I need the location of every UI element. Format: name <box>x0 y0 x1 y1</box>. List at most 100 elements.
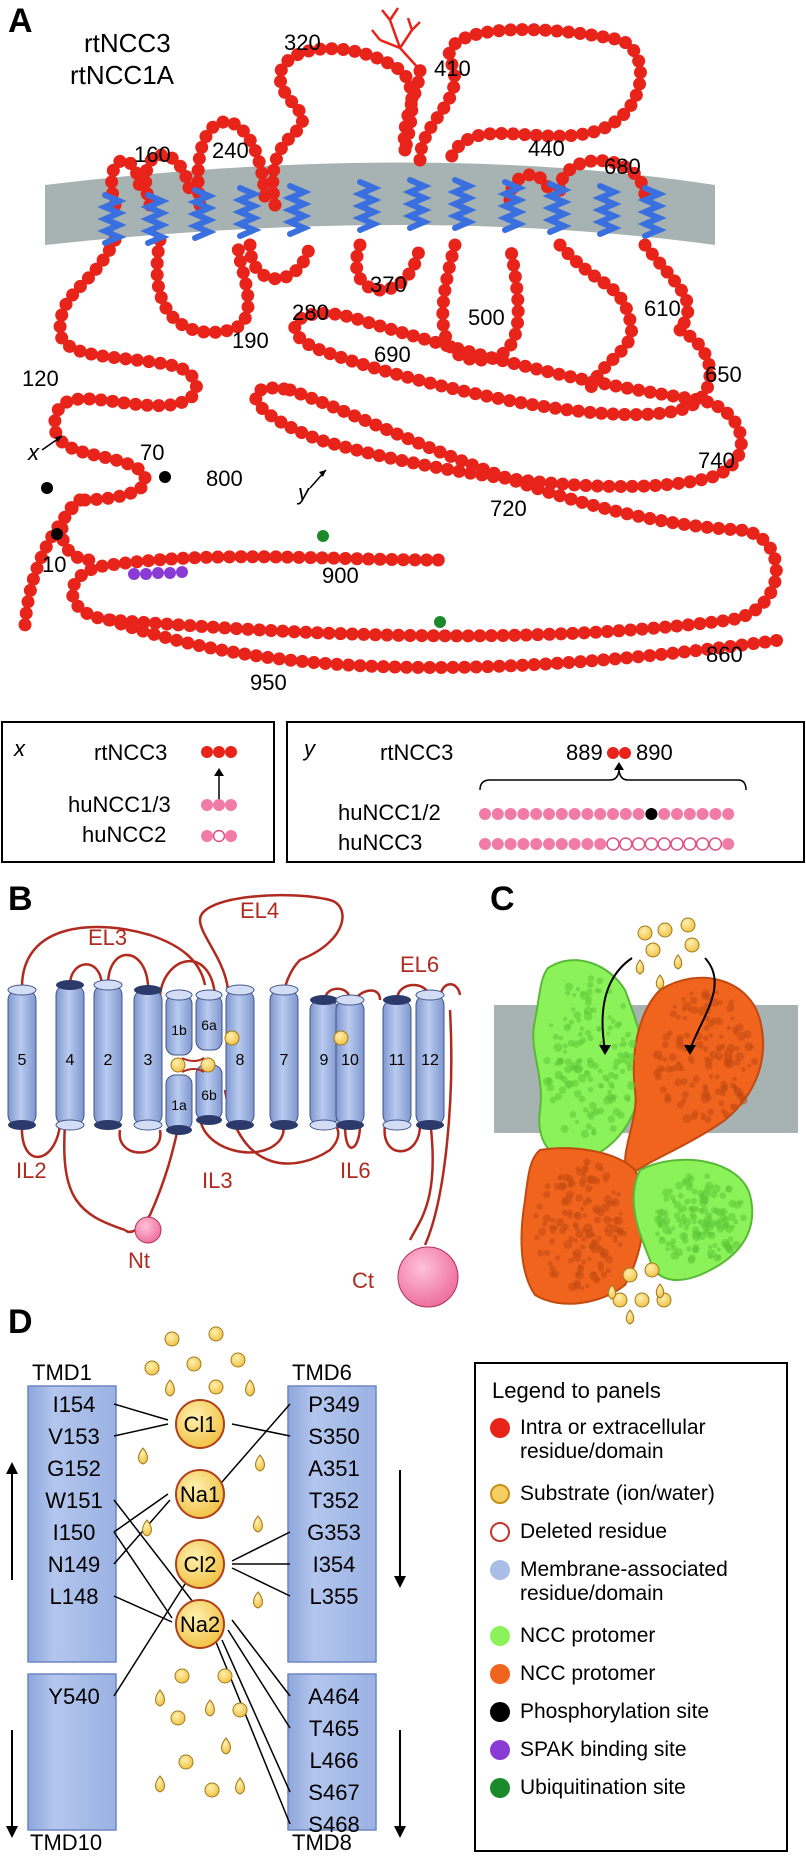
residue-left: V153 <box>48 1424 99 1449</box>
residue-dot <box>543 808 555 820</box>
atom-speckle <box>585 1123 592 1130</box>
atom-speckle <box>569 1111 577 1118</box>
purple-dot-icon <box>490 1740 510 1760</box>
atom-speckle <box>750 1058 759 1066</box>
atom-speckle <box>656 1065 664 1073</box>
atom-speckle <box>572 992 577 998</box>
loop-label-el3: EL3 <box>88 925 127 950</box>
atom-speckle <box>662 1057 668 1062</box>
pos-label: 240 <box>212 138 249 163</box>
pos-label: 610 <box>644 296 681 321</box>
ion-label: Cl1 <box>183 1412 216 1437</box>
atom-speckle <box>733 1058 741 1066</box>
pos-label: 70 <box>140 440 164 465</box>
nt-terminus <box>134 1216 162 1244</box>
atom-speckle <box>665 1246 670 1252</box>
atom-speckle <box>726 1003 735 1012</box>
atom-speckle <box>673 1201 682 1209</box>
atom-speckle <box>603 1096 612 1105</box>
atom-speckle <box>701 1083 709 1091</box>
residue-chain <box>18 23 787 674</box>
atom-speckle <box>690 1005 699 1014</box>
atom-speckle <box>607 1089 612 1094</box>
atom-speckle <box>555 1218 565 1227</box>
residue-dot <box>555 808 568 820</box>
atom-speckle <box>566 1024 571 1029</box>
atom-speckle <box>612 1107 621 1117</box>
box-y-pos-889: 889 <box>566 740 603 765</box>
residue-dot <box>671 808 683 820</box>
residue-dot <box>670 837 684 851</box>
atom-speckle <box>702 1035 709 1042</box>
atom-speckle <box>659 1086 667 1094</box>
atom-speckle <box>575 1271 581 1278</box>
atom-speckle <box>706 1108 715 1116</box>
atom-speckle <box>584 1070 589 1075</box>
atom-speckle <box>573 1090 582 1098</box>
atom-speckle <box>717 999 723 1006</box>
atom-speckle <box>562 1223 569 1231</box>
atom-speckle <box>587 1076 594 1083</box>
atom-speckle <box>573 1238 579 1243</box>
pos-label: 190 <box>232 328 269 353</box>
ubiquitination-site <box>434 616 446 628</box>
atom-speckle <box>684 1198 691 1205</box>
atom-speckle <box>579 1285 585 1291</box>
atom-speckle <box>731 1026 739 1033</box>
atom-speckle <box>707 1231 716 1240</box>
atom-speckle <box>616 1020 623 1027</box>
atom-speckle <box>663 1221 668 1226</box>
atom-speckle <box>552 1033 559 1040</box>
terminus-label-nt: Nt <box>128 1248 150 1273</box>
atom-speckle <box>543 1249 550 1256</box>
atom-speckle <box>581 1259 587 1265</box>
atom-speckle <box>597 1068 603 1074</box>
atom-speckle <box>680 1213 686 1219</box>
helix <box>165 989 193 1056</box>
atom-speckle <box>586 981 594 989</box>
loop-label-el4: EL4 <box>240 898 279 923</box>
atom-speckle <box>542 1214 551 1223</box>
box-y-label: y <box>302 736 317 761</box>
ion-label: Na1 <box>180 1482 220 1507</box>
atom-speckle <box>592 1177 601 1185</box>
atom-speckle <box>707 1020 715 1028</box>
atom-speckle <box>586 1110 594 1118</box>
residue-dot <box>708 837 723 851</box>
atom-speckle <box>565 990 571 996</box>
pos-label: 900 <box>322 563 359 588</box>
atom-speckle <box>654 1073 663 1081</box>
residue-left: W151 <box>45 1488 102 1513</box>
atom-speckle <box>607 1015 612 1020</box>
helix <box>133 985 163 1131</box>
inset-box-y: y rtNCC3 889 890 huNCC1/2 huNCC3 <box>286 721 805 863</box>
atom-speckle <box>547 1077 552 1082</box>
atom-speckle <box>550 1218 556 1224</box>
residue-right: P349 <box>308 1392 359 1417</box>
pos-label: 160 <box>134 142 171 167</box>
atom-speckle <box>607 1115 616 1123</box>
atom-speckle <box>554 1070 563 1080</box>
residue-dot <box>696 808 709 820</box>
atom-speckle <box>655 1209 660 1214</box>
residue-dot <box>722 838 735 850</box>
atom-speckle <box>714 1074 720 1080</box>
panel-c: C <box>490 880 798 1325</box>
atom-speckle <box>605 1228 614 1237</box>
residue-dot <box>530 838 543 850</box>
atom-speckle <box>730 1224 736 1230</box>
residue-right-lower: S467 <box>308 1780 359 1805</box>
atom-speckle <box>554 1093 562 1101</box>
atom-speckle <box>681 1098 687 1104</box>
loop-label-il6: IL6 <box>340 1158 371 1183</box>
atom-speckle <box>608 1071 615 1079</box>
pos-label: 680 <box>604 154 641 179</box>
atom-speckle <box>598 1265 604 1272</box>
atom-speckle <box>676 1014 682 1020</box>
helix <box>195 989 223 1051</box>
atom-speckle <box>597 1082 604 1089</box>
terminus-label-ct: Ct <box>352 1268 374 1293</box>
residue-right-lower: T465 <box>309 1716 359 1741</box>
legend-title: Legend to panels <box>492 1378 661 1403</box>
atom-speckle <box>727 1247 734 1254</box>
